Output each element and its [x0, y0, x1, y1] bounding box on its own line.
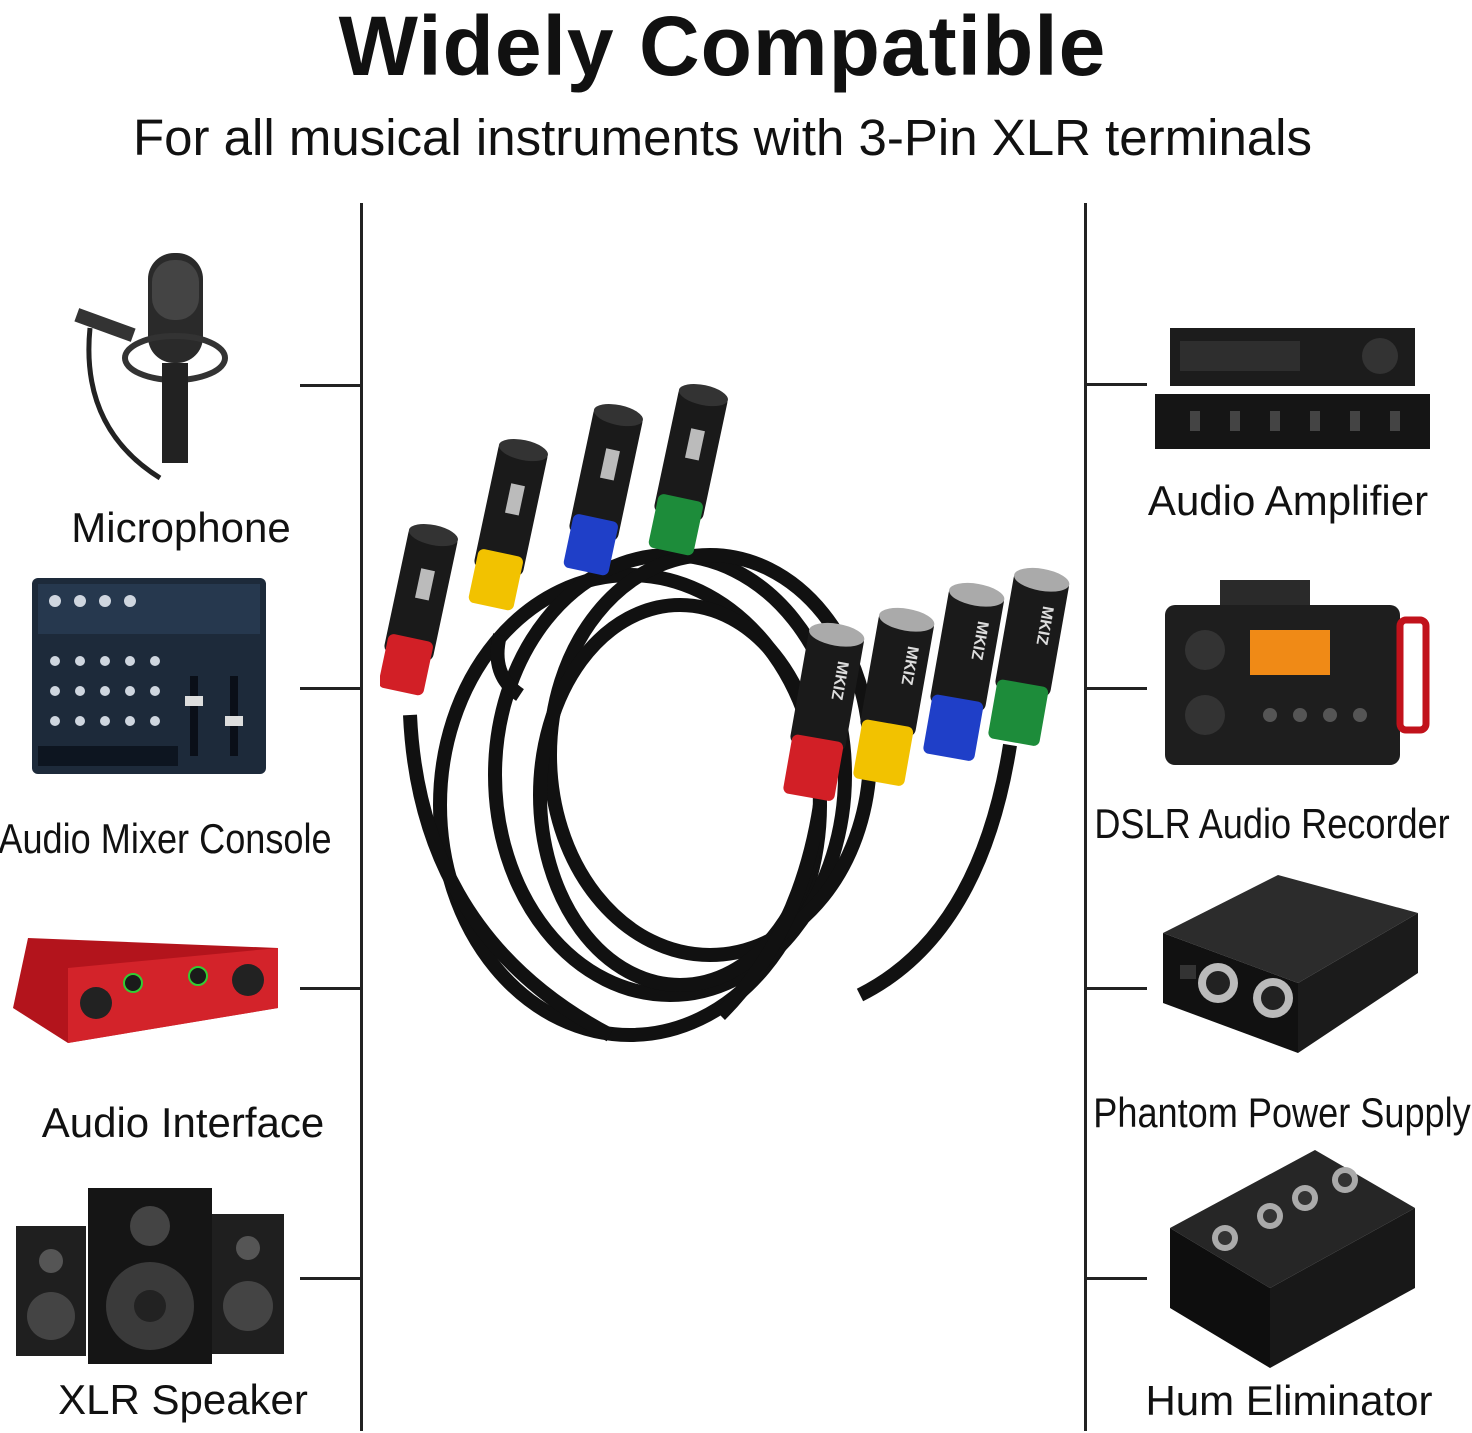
- hum-eliminator-icon: [1165, 1148, 1420, 1373]
- brand-logo: MKIZ: [968, 620, 992, 662]
- male-xlr-connector: MKIZ: [783, 622, 865, 801]
- studio-speakers-icon: [14, 1186, 286, 1366]
- female-xlr-connector: [648, 384, 728, 556]
- page-title: Widely Compatible: [338, 0, 1107, 93]
- male-xlr-connector: MKIZ: [988, 567, 1070, 746]
- female-xlr-connector: [468, 439, 548, 611]
- left-tick: [300, 987, 362, 990]
- right-tick: [1085, 987, 1147, 990]
- device-label-xlr-speaker: XLR Speaker: [58, 1376, 308, 1423]
- right-tick: [1085, 687, 1147, 690]
- left-tick: [300, 1277, 362, 1280]
- female-xlr-connector: [563, 404, 643, 576]
- mixer-console-icon: [30, 576, 270, 776]
- brand-logo: MKIZ: [898, 645, 922, 687]
- device-label-hum-eliminator: Hum Eliminator: [1145, 1377, 1433, 1424]
- female-xlr-connector: [380, 524, 458, 696]
- right-tick: [1085, 383, 1147, 386]
- right-divider: [1084, 203, 1087, 1431]
- condenser-microphone-icon: [70, 248, 240, 488]
- xlr-cables-product-image: MKIZ MKIZ MKIZ MKIZ: [380, 375, 1070, 1055]
- brand-logo: MKIZ: [828, 660, 852, 702]
- device-label-audio-mixer-console: Audio Mixer Console: [0, 815, 332, 862]
- page-subtitle: For all musical instruments with 3-Pin X…: [132, 109, 1313, 166]
- audio-interface-icon: [8, 928, 288, 1048]
- device-label-dslr-audio-recorder: DSLR Audio Recorder: [1094, 800, 1450, 847]
- male-xlr-connector: MKIZ: [853, 607, 935, 786]
- device-label-audio-interface: Audio Interface: [41, 1099, 325, 1146]
- device-label-phantom-power-supply: Phantom Power Supply: [1093, 1089, 1471, 1136]
- male-xlr-connector: MKIZ: [923, 582, 1005, 761]
- device-label-microphone: Microphone: [71, 504, 291, 551]
- phantom-power-icon: [1158, 873, 1423, 1053]
- audio-recorder-icon: [1160, 575, 1430, 770]
- amplifier-icon: [1150, 326, 1430, 456]
- left-tick: [300, 384, 362, 387]
- left-tick: [300, 687, 362, 690]
- device-label-audio-amplifier: Audio Amplifier: [1147, 477, 1429, 524]
- left-divider: [360, 203, 363, 1431]
- right-tick: [1085, 1277, 1147, 1280]
- brand-logo: MKIZ: [1033, 605, 1057, 647]
